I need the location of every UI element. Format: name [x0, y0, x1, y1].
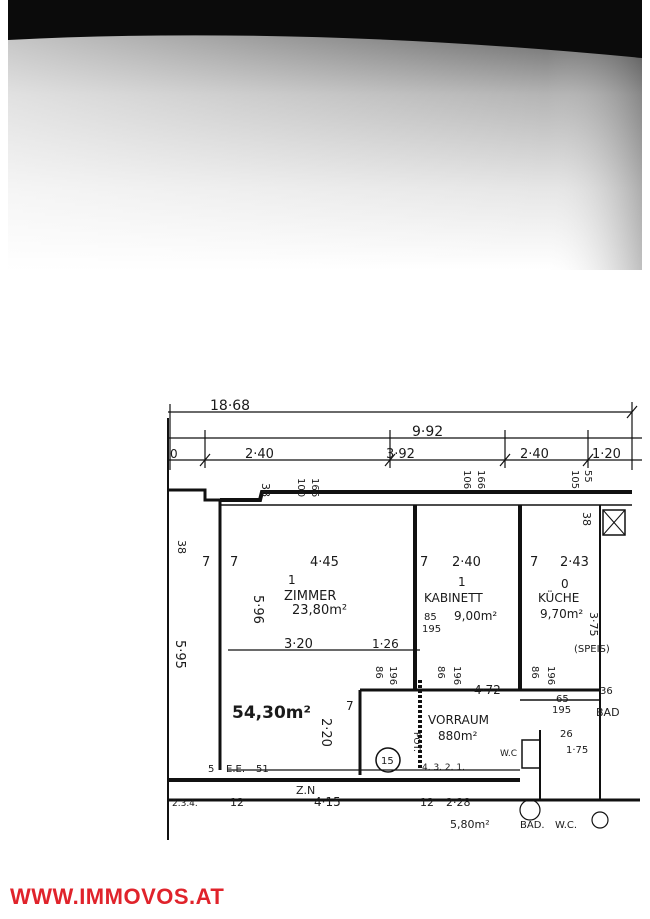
dim-seg-3: 2·40	[520, 447, 549, 462]
dim-pot: POT.	[411, 732, 421, 752]
kabinett-name: KABINETT	[424, 591, 483, 605]
dim-val-12b: 12	[420, 796, 434, 809]
dim-val-228: 2·28	[446, 796, 471, 809]
dim-val-15: 15	[381, 756, 394, 767]
bad-label: BAD	[596, 706, 620, 719]
watermark-url: WWW.IMMOVOS.AT	[10, 884, 225, 909]
dim-val-51: 51	[256, 764, 269, 775]
dim-seg-1: 2·40	[245, 447, 274, 462]
zimmer-area: 23,80m²	[292, 603, 347, 618]
dim-val-65: 65	[556, 694, 569, 705]
dim-row-7c: 7	[420, 555, 428, 570]
dim-wall-38b: 38	[580, 512, 593, 526]
dim-inner-126: 1·26	[372, 637, 399, 651]
dim-kueche-375: 3·75	[587, 612, 600, 637]
dim-seg-0: 0	[170, 447, 178, 461]
dim-door-196c: 196	[545, 666, 556, 685]
dim-inner-7: 7	[346, 699, 354, 713]
dim-wall-166b: 166	[475, 470, 486, 489]
dim-wall-106a: 106	[461, 470, 472, 489]
dim-row-7b: 7	[230, 555, 238, 570]
dim-bad-lower: BAD.	[520, 820, 545, 831]
dim-zimmer-depth: 5·96	[250, 595, 265, 624]
dimension-lines	[168, 402, 642, 470]
dim-overall: 18·68	[210, 398, 250, 414]
dim-val-175: 1·75	[566, 745, 588, 756]
dim-right-block: 9·92	[412, 424, 443, 440]
kabinett-area: 9,00m²	[454, 609, 497, 623]
dim-val-36: 36	[600, 686, 613, 697]
dim-door-86b: 86	[435, 666, 446, 679]
dim-inner-220: 2·20	[318, 718, 333, 747]
dim-stairs: 4. 3. 2. 1.	[422, 763, 465, 773]
dim-row-445: 4·45	[310, 555, 339, 570]
dim-wall-166a: 166	[309, 478, 320, 497]
dim-zn: Z.N	[296, 784, 315, 797]
dim-wall-55: 55	[582, 470, 593, 483]
walls	[167, 418, 640, 840]
dim-door-86a: 86	[373, 666, 384, 679]
dim-inner-472: 4·72	[474, 683, 501, 697]
dim-val-415: 4·15	[314, 795, 341, 809]
dim-row-7a: 7	[202, 555, 210, 570]
dimension-labels: 18·68 9·92 0 2·40 3·92 2·40 1·20 38 100 …	[170, 398, 621, 831]
dim-row-240: 2·40	[452, 555, 481, 570]
dim-row-243: 2·43	[560, 555, 589, 570]
vorraum-name: VORRAUM	[428, 713, 489, 727]
total-area: 54,30m²	[232, 703, 311, 723]
kabinett-number: 1	[458, 575, 466, 589]
dim-row-7d: 7	[530, 555, 538, 570]
dim-val-12a: 12	[230, 796, 244, 809]
vorraum-area: 880m²	[438, 729, 478, 743]
dim-wall-38a: 38	[259, 483, 272, 497]
kueche-number: 0	[561, 577, 569, 591]
dim-val-195: 195	[552, 705, 571, 716]
dim-val-26: 26	[560, 729, 573, 740]
dim-door-196a: 196	[387, 666, 398, 685]
wc-label: W.C	[500, 749, 517, 759]
zimmer-name: ZIMMER	[284, 589, 336, 604]
dim-inner-320: 3·20	[284, 637, 313, 652]
zimmer-number: 1	[288, 573, 296, 587]
kueche-name: KÜCHE	[538, 589, 579, 605]
dim-door-86c: 86	[529, 666, 540, 679]
dim-door-85: 85	[424, 612, 437, 623]
dim-val-5: 5	[208, 764, 214, 775]
dim-seg-2: 3·92	[386, 447, 415, 462]
dim-left-depth: 5·95	[172, 640, 187, 669]
dim-seg-4: 1·20	[592, 447, 621, 462]
speis-label: (SPEIS)	[574, 644, 610, 655]
dim-wall-105: 105	[569, 470, 580, 489]
dim-wc-lower: W.C.	[555, 820, 577, 831]
kueche-area: 9,70m²	[540, 607, 583, 621]
dim-wall-38c: 38	[175, 540, 188, 554]
dim-val-580: 5,80m²	[450, 818, 490, 831]
dim-wall-100: 100	[295, 478, 306, 497]
room-labels: 1 ZIMMER 23,80m² 1 KABINETT 9,00m² 0 KÜC…	[232, 573, 620, 759]
dim-door-195: 195	[422, 624, 441, 635]
dim-ee: E.E.	[226, 764, 245, 775]
dim-scale-left: 2.3.4.	[172, 799, 198, 809]
dim-door-196b: 196	[451, 666, 462, 685]
